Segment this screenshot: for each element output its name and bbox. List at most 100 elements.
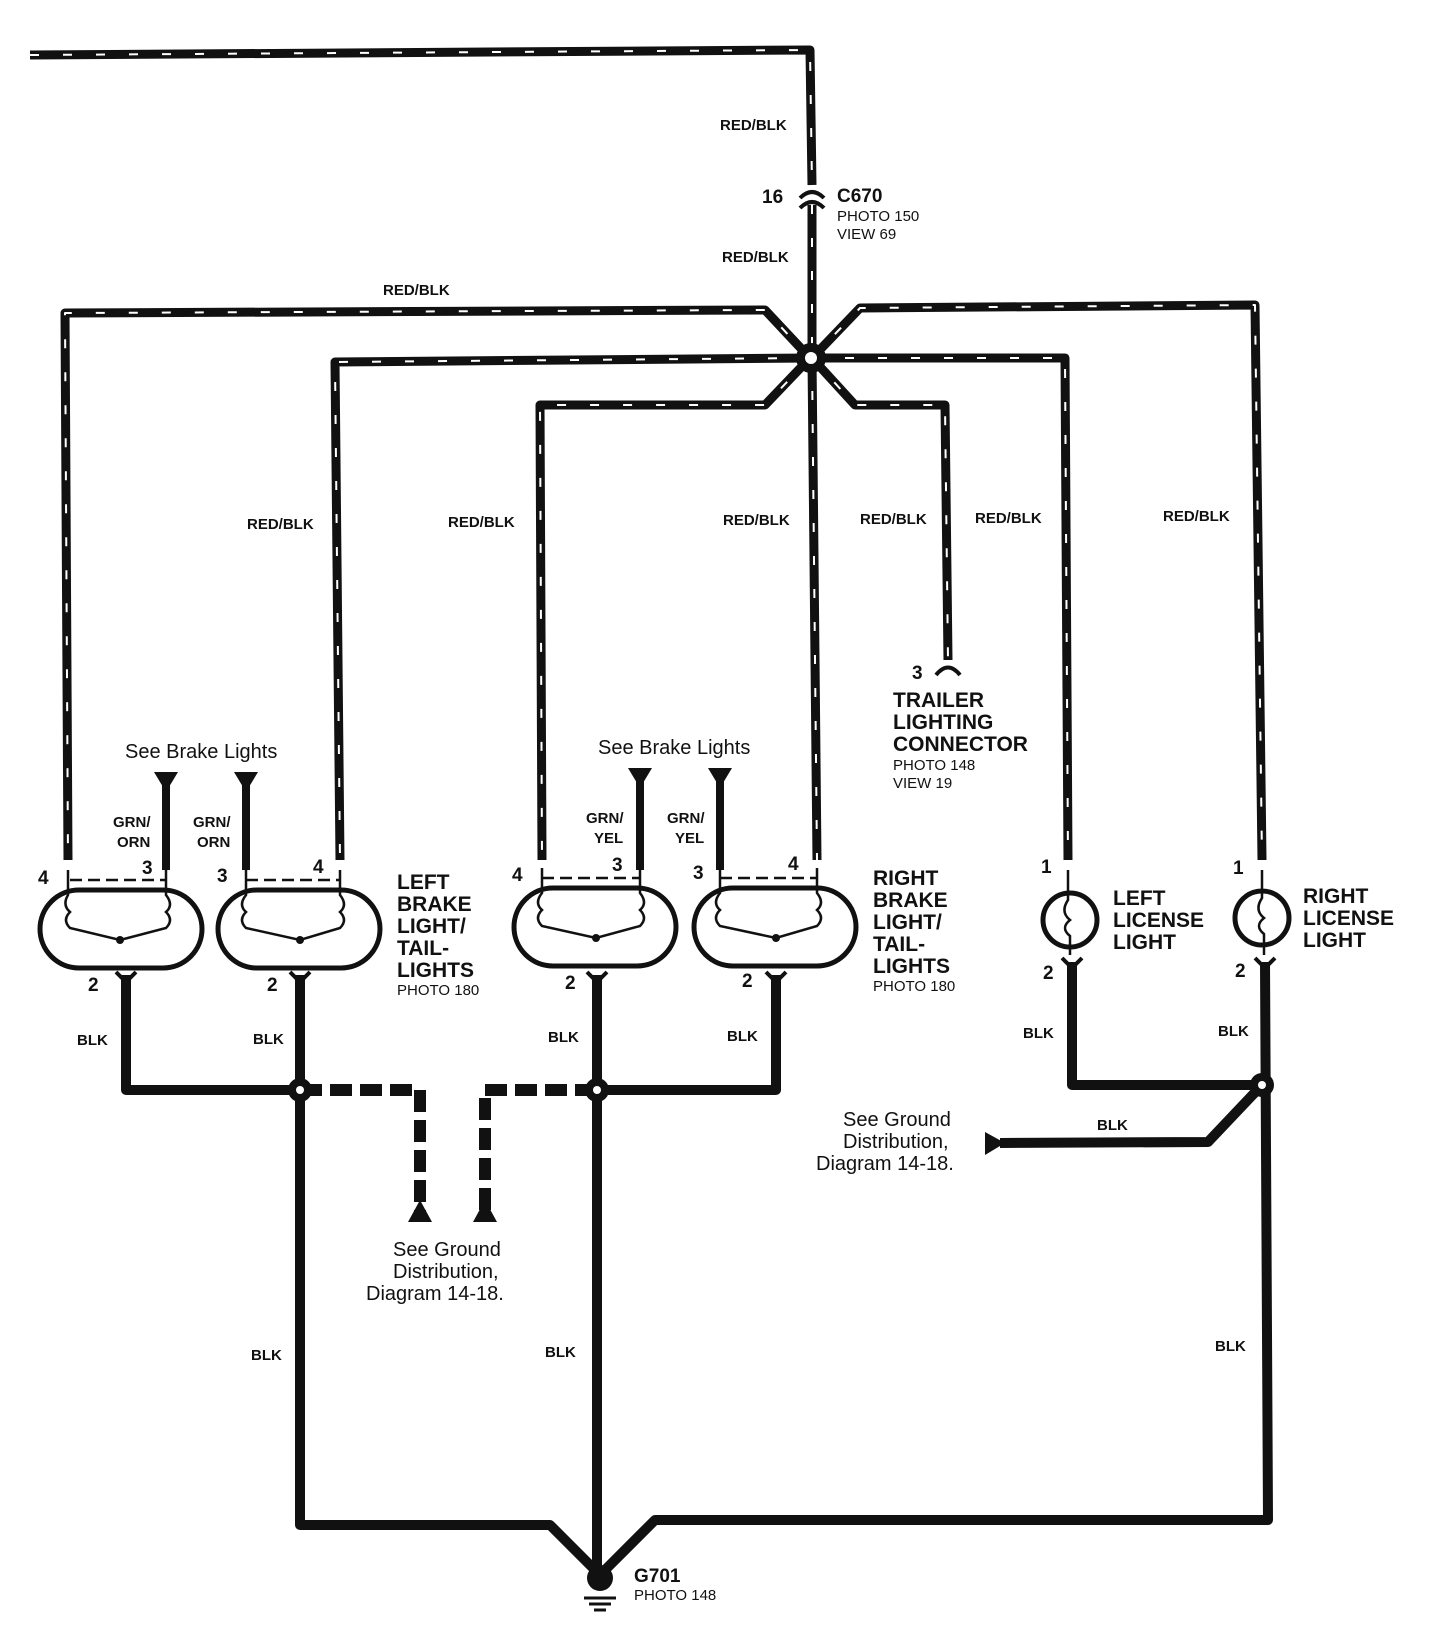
wire-label: YEL [675,830,704,847]
pin-number: 1 [1041,857,1052,878]
wire-label: BLK [548,1029,579,1046]
trailer-view: VIEW 19 [893,775,952,792]
left-brake-title: LEFT [397,871,450,894]
trailer-photo: PHOTO 148 [893,757,975,774]
c670-view: VIEW 69 [837,226,896,243]
wire-label: RED/BLK [247,516,314,533]
arrow-icon [154,772,178,792]
right-brake-title: TAIL- [873,933,925,956]
pin-number: 2 [1235,961,1246,982]
ground-ref-center: See Ground [393,1239,501,1261]
pin-number: 4 [313,857,324,878]
right-brake-lamp-1 [511,868,679,969]
left-brake-title: BRAKE [397,893,472,916]
ground-arrow-icon [985,1132,1005,1155]
left-brake-title: LIGHT/ [397,915,466,938]
blk-ground-wires [121,961,1273,1579]
wire-label: BLK [1097,1117,1128,1134]
wire-label: BLK [1215,1338,1246,1355]
right-brake-lamp-2 [691,868,859,969]
left-license-title: LEFT [1113,887,1166,910]
wire-label: RED/BLK [975,510,1042,527]
left-brake-photo: PHOTO 180 [397,982,479,999]
trailer-title: CONNECTOR [893,733,1028,756]
arrow-icon [628,768,652,788]
wire-label: BLK [253,1031,284,1048]
ground-ref-center: Distribution, [393,1261,499,1283]
ground-ref-right: Diagram 14-18. [816,1153,954,1175]
trailer-title: LIGHTING [893,711,993,734]
wire-feed-top [29,45,817,186]
wire-label: YEL [594,830,623,847]
ground-arrow-icon [473,1200,497,1222]
pin-number: 3 [142,858,153,879]
wire-label: BLK [251,1347,282,1364]
pin-number: 3 [612,855,623,876]
see-brake-lights-right: See Brake Lights [598,737,750,759]
wire-mid-left [535,354,814,861]
trailer-pin-symbol [934,665,962,677]
pin-number: 4 [512,865,523,886]
c670-pin: 16 [762,187,783,208]
pin-number: 1 [1233,858,1244,879]
wire-left-outer [60,305,814,861]
wire-left-inner [330,353,811,861]
right-license-title: RIGHT [1303,885,1369,908]
ground-ref-right: Distribution, [843,1131,949,1153]
left-brake-title: TAIL- [397,937,449,960]
left-license-title: LICENSE [1113,909,1204,932]
pin-number: 2 [267,975,278,996]
pin-number: 2 [565,973,576,994]
wire-right-license [808,300,1267,861]
wire-label: RED/BLK [448,514,515,531]
right-brake-title: BRAKE [873,889,948,912]
right-license-lamp [1232,870,1292,955]
wire-label: GRN/ [193,814,231,831]
wire-label: RED/BLK [723,512,790,529]
wire-label: GRN/ [586,810,624,827]
right-license-title: LICENSE [1303,907,1394,930]
pin-number: 3 [217,866,228,887]
c670-photo: PHOTO 150 [837,208,919,225]
trailer-title: TRAILER [893,689,984,712]
pin-number: 4 [788,854,799,875]
ground-arrow-icon [408,1200,432,1222]
arrow-icon [234,772,258,792]
wire-label: ORN [197,834,230,851]
right-brake-photo: PHOTO 180 [873,978,955,995]
arrow-icon [708,768,732,788]
wire-mid-right [807,357,822,861]
wire-label: RED/BLK [720,117,787,134]
pin-connectors [114,956,1277,985]
wire-label: ORN [117,834,150,851]
wire-label: RED/BLK [383,282,450,299]
ground-ref-center: Diagram 14-18. [366,1283,504,1305]
pin-number: 4 [38,868,49,889]
ground-ref-right: See Ground [843,1109,951,1131]
wire-left-license [812,353,1073,861]
pin-number: 2 [742,971,753,992]
wire-label: BLK [77,1032,108,1049]
right-license-title: LIGHT [1303,929,1366,952]
wire-label: RED/BLK [722,249,789,266]
g701-photo: PHOTO 148 [634,1587,716,1604]
c670-connector-symbol [798,190,826,210]
right-brake-title: RIGHT [873,867,939,890]
ground-splices [288,1073,1274,1102]
see-brake-lights-left: See Brake Lights [125,741,277,763]
wire-label: RED/BLK [1163,508,1230,525]
wire-label: GRN/ [113,814,151,831]
left-brake-title: LIGHTS [397,959,474,982]
left-brake-lamp-2 [215,870,383,971]
wire-label: BLK [727,1028,758,1045]
main-splice [796,343,826,373]
wire-label: GRN/ [667,810,705,827]
pin-number: 2 [88,975,99,996]
pin-number: 2 [1043,963,1054,984]
brake-signal-wires [154,768,732,870]
wire-label: BLK [545,1344,576,1361]
g701-name: G701 [634,1566,681,1587]
g701-ground-symbol [584,1565,616,1612]
wire-label: RED/BLK [860,511,927,528]
